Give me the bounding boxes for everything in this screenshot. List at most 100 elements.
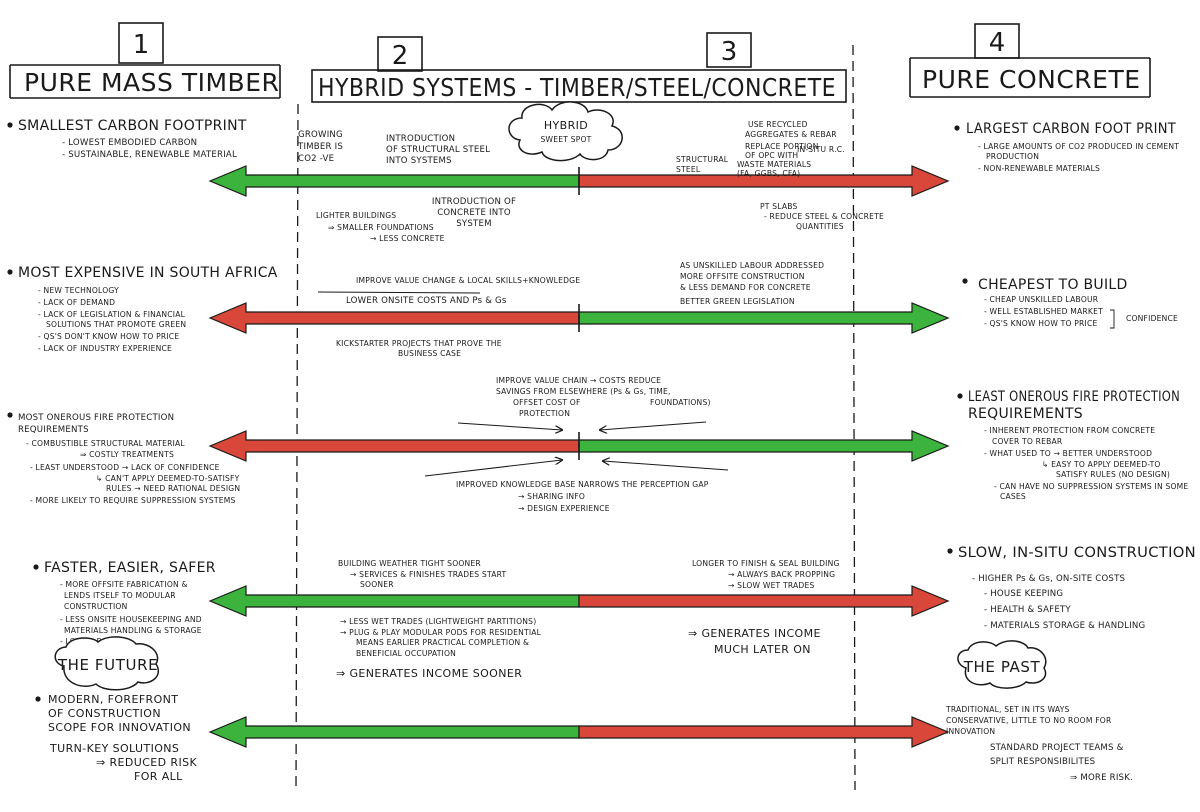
svg-text:BUSINESS CASE: BUSINESS CASE	[398, 349, 461, 358]
svg-text:- CAN HAVE NO SUPPRESSION SYST: - CAN HAVE NO SUPPRESSION SYSTEMS IN SOM…	[994, 482, 1188, 491]
left-title: FASTER, EASIER, SAFER	[44, 560, 216, 576]
svg-text:- LARGE AMOUNTS OF CO2 PRODUCE: - LARGE AMOUNTS OF CO2 PRODUCED IN CEMEN…	[978, 142, 1179, 151]
svg-text:TIMBER IS: TIMBER IS	[297, 142, 343, 152]
svg-text:INTO SYSTEMS: INTO SYSTEMS	[386, 156, 452, 166]
svg-text:RULES → NEED RATIONAL DESIGN: RULES → NEED RATIONAL DESIGN	[106, 484, 240, 493]
svg-text:OF CONSTRUCTION: OF CONSTRUCTION	[48, 707, 161, 720]
svg-text:- LESS ONSITE HOUSEKEEPING AND: - LESS ONSITE HOUSEKEEPING AND	[60, 615, 202, 624]
svg-text:PRODUCTION: PRODUCTION	[986, 152, 1039, 161]
bullet-icon	[957, 393, 963, 399]
row-cost: MOST EXPENSIVE IN SOUTH AFRICA - NEW TEC…	[7, 261, 1178, 358]
svg-text:SOONER: SOONER	[360, 580, 394, 589]
svg-text:- HEALTH & SAFETY: - HEALTH & SAFETY	[984, 605, 1071, 615]
svg-text:(FA, GGBS, CFA): (FA, GGBS, CFA)	[737, 169, 800, 178]
svg-text:CASES: CASES	[1000, 492, 1026, 501]
past-cloud: THE PAST	[957, 640, 1047, 689]
svg-text:SWEET SPOT: SWEET SPOT	[541, 135, 592, 144]
arrow-cost-left	[208, 302, 580, 334]
svg-text:→ SLOW WET TRADES: → SLOW WET TRADES	[728, 581, 814, 590]
svg-text:⇒ SMALLER FOUNDATIONS: ⇒ SMALLER FOUNDATIONS	[328, 223, 434, 232]
svg-text:BETTER GREEN LEGISLATION: BETTER GREEN LEGISLATION	[680, 297, 795, 306]
svg-text:- WHAT USED TO → BETTER UNDERS: - WHAT USED TO → BETTER UNDERSTOOD	[984, 449, 1152, 458]
bullet-icon	[947, 548, 953, 554]
row-carbon: SMALLEST CARBON FOOTPRINT - LOWEST EMBOD…	[7, 101, 1179, 243]
svg-text:- MORE LIKELY TO REQUIRE SUPPR: - MORE LIKELY TO REQUIRE SUPPRESSION SYS…	[30, 496, 236, 505]
svg-text:QUANTITIES: QUANTITIES	[796, 222, 844, 231]
svg-text:STANDARD PROJECT TEAMS &: STANDARD PROJECT TEAMS &	[990, 743, 1124, 753]
svg-text:FOUNDATIONS): FOUNDATIONS)	[650, 398, 711, 407]
svg-text:- REDUCE STEEL & CONCRETE: - REDUCE STEEL & CONCRETE	[764, 212, 884, 221]
arrow-carbon-right	[578, 165, 950, 197]
svg-text:CONCRETE INTO: CONCRETE INTO	[437, 208, 511, 218]
svg-text:PT SLABS: PT SLABS	[760, 202, 798, 211]
svg-text:→ DESIGN EXPERIENCE: → DESIGN EXPERIENCE	[518, 504, 610, 513]
svg-text:OF OPC WITH: OF OPC WITH	[745, 151, 798, 160]
svg-text:BUILDING WEATHER TIGHT SOONER: BUILDING WEATHER TIGHT SOONER	[338, 559, 481, 568]
svg-text:SOLUTIONS THAT PROMOTE GREEN: SOLUTIONS THAT PROMOTE GREEN	[46, 320, 186, 329]
svg-text:SATISFY RULES (NO DESIGN): SATISFY RULES (NO DESIGN)	[1056, 470, 1170, 479]
svg-text:LONGER TO FINISH & SEAL BUILDI: LONGER TO FINISH & SEAL BUILDING	[692, 559, 840, 568]
svg-text:COVER TO REBAR: COVER TO REBAR	[992, 437, 1063, 446]
arrow-fire-left	[208, 430, 580, 462]
svg-text:- LEAST UNDERSTOOD → LACK OF C: - LEAST UNDERSTOOD → LACK OF CONFIDENCE	[30, 463, 220, 472]
arrow-carbon-left	[208, 165, 580, 197]
svg-text:LENDS ITSELF TO MODULAR: LENDS ITSELF TO MODULAR	[64, 591, 176, 600]
left-title: SMALLEST CARBON FOOTPRINT	[18, 118, 247, 134]
svg-text:MATERIALS HANDLING & STORAGE: MATERIALS HANDLING & STORAGE	[64, 626, 202, 635]
svg-text:STEEL: STEEL	[676, 165, 701, 174]
svg-text:- INHERENT PROTECTION FROM CON: - INHERENT PROTECTION FROM CONCRETE	[984, 426, 1155, 435]
svg-text:REQUIREMENTS: REQUIREMENTS	[968, 406, 1083, 422]
bullet-icon	[962, 278, 968, 284]
svg-text:→ PLUG & PLAY MODULAR PODS FOR: → PLUG & PLAY MODULAR PODS FOR RESIDENTI…	[340, 628, 542, 637]
arrow-speed-right	[578, 585, 950, 617]
svg-text:- SUSTAINABLE, RENEWABLE MATER: - SUSTAINABLE, RENEWABLE MATERIAL	[62, 150, 237, 160]
svg-text:MORE OFFSITE CONSTRUCTION: MORE OFFSITE CONSTRUCTION	[680, 272, 805, 281]
svg-text:THE PAST: THE PAST	[963, 658, 1041, 676]
svg-text:4: 4	[989, 28, 1006, 58]
arrow-cost-right	[578, 302, 950, 334]
svg-text:MEANS EARLIER PRACTICAL COMPLE: MEANS EARLIER PRACTICAL COMPLETION &	[356, 638, 529, 647]
svg-text:SAVINGS FROM ELSEWHERE (Ps & G: SAVINGS FROM ELSEWHERE (Ps & Gs, TIME,	[496, 387, 671, 396]
svg-text:HYBRID: HYBRID	[544, 119, 588, 132]
svg-text:IMPROVE VALUE CHAIN → COSTS RE: IMPROVE VALUE CHAIN → COSTS REDUCE	[496, 376, 661, 385]
svg-text:- NEW TECHNOLOGY: - NEW TECHNOLOGY	[38, 286, 119, 295]
svg-text:FOR ALL: FOR ALL	[134, 770, 183, 783]
svg-text:CO2 -VE: CO2 -VE	[298, 154, 334, 164]
svg-text:USE RECYCLED: USE RECYCLED	[748, 120, 808, 129]
right-title: LARGEST CARBON FOOT PRINT	[966, 121, 1176, 137]
svg-text:IMPROVED KNOWLEDGE BASE NARROW: IMPROVED KNOWLEDGE BASE NARROWS THE PERC…	[456, 480, 709, 489]
svg-text:- QS'S KNOW HOW TO PRICE: - QS'S KNOW HOW TO PRICE	[984, 319, 1097, 328]
column-title-1: PURE MASS TIMBER	[24, 68, 279, 97]
svg-text:CONSERVATIVE, LITTLE TO NO ROO: CONSERVATIVE, LITTLE TO NO ROOM FOR	[946, 716, 1112, 725]
svg-text:CONSTRUCTION: CONSTRUCTION	[64, 602, 128, 611]
svg-text:3: 3	[721, 37, 738, 67]
svg-text:→ ALWAYS BACK PROPPING: → ALWAYS BACK PROPPING	[728, 570, 835, 579]
right-title: LEAST ONEROUS FIRE PROTECTION	[968, 389, 1180, 405]
svg-text:⇒ REDUCED RISK: ⇒ REDUCED RISK	[96, 756, 197, 769]
svg-text:⇒ GENERATES INCOME SOONER: ⇒ GENERATES INCOME SOONER	[336, 667, 522, 680]
svg-text:GROWING: GROWING	[298, 130, 343, 140]
svg-text:- QS'S DON'T KNOW HOW TO PRICE: - QS'S DON'T KNOW HOW TO PRICE	[38, 332, 179, 341]
bullet-icon	[7, 122, 13, 128]
svg-text:TRADITIONAL, SET IN ITS WAYS: TRADITIONAL, SET IN ITS WAYS	[945, 705, 1070, 714]
row-speed: FASTER, EASIER, SAFER - MORE OFFSITE FAB…	[33, 545, 1196, 680]
svg-text:LOWER ONSITE COSTS AND Ps & Gs: LOWER ONSITE COSTS AND Ps & Gs	[346, 296, 507, 306]
svg-text:SPLIT RESPONSIBILITES: SPLIT RESPONSIBILITES	[990, 757, 1095, 767]
arrows-layer	[208, 165, 950, 748]
column-number-4: 4	[974, 23, 1020, 59]
svg-text:REPLACE PORTION: REPLACE PORTION	[745, 142, 818, 151]
header-pure-mass-timber: PURE MASS TIMBER	[9, 64, 281, 99]
svg-text:THE FUTURE: THE FUTURE	[57, 656, 158, 674]
svg-text:WASTE MATERIALS: WASTE MATERIALS	[737, 160, 811, 169]
svg-text:1: 1	[133, 30, 150, 60]
svg-text:OFFSET COST OF: OFFSET COST OF	[513, 398, 581, 407]
svg-text:SCOPE FOR INNOVATION: SCOPE FOR INNOVATION	[48, 721, 191, 734]
svg-text:- LACK OF DEMAND: - LACK OF DEMAND	[38, 298, 115, 307]
svg-text:- HOUSE KEEPING: - HOUSE KEEPING	[984, 589, 1063, 599]
arrow-fire-right	[578, 430, 950, 462]
svg-text:IN-SITU R.C.: IN-SITU R.C.	[797, 145, 845, 154]
svg-text:KICKSTARTER PROJECTS THAT PROV: KICKSTARTER PROJECTS THAT PROVE THE	[336, 339, 502, 348]
future-cloud: THE FUTURE	[54, 636, 159, 691]
